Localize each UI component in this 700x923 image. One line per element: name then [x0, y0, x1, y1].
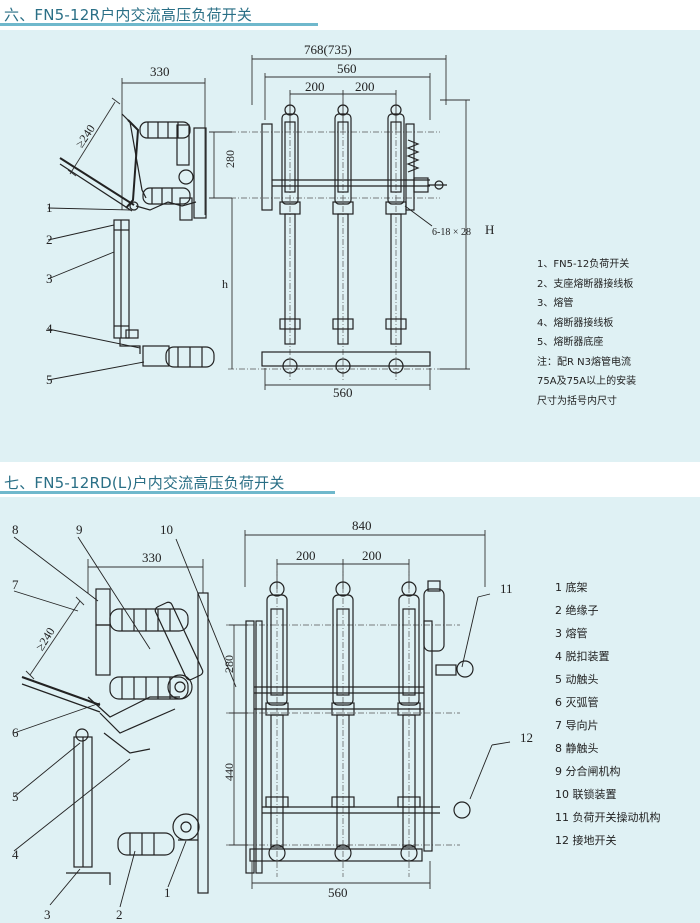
s2-legend-11: 11 负荷开关操动机构	[555, 810, 661, 824]
section1-title: 六、FN5-12R户内交流高压负荷开关	[4, 5, 253, 24]
s2-callout-5: 5	[12, 789, 19, 804]
s1-front-side-dimensions: 280 h H 6-18 × 28 560	[209, 99, 494, 400]
s1-legend-1: 1、FN5-12负荷开关	[537, 257, 629, 270]
s1-dim-200-b: 200	[355, 79, 375, 94]
s1-legend-note-3: 尺寸为括号内尺寸	[537, 394, 617, 407]
s1-legend-3: 3、熔管	[537, 296, 573, 309]
s2-legend-6: 6 灭弧管	[555, 695, 599, 709]
s2-dim-280: 280	[222, 655, 236, 673]
s2-callout-10: 10	[160, 522, 173, 537]
s1-pole-3	[385, 104, 407, 374]
s1-dim-560-bottom: 560	[333, 385, 353, 400]
s2-dim-200-a: 200	[296, 548, 316, 563]
section2-title-rule	[0, 491, 335, 494]
s2-callout-2: 2	[116, 907, 123, 922]
section2-title: 七、FN5-12RD(L)户内交流高压负荷开关	[4, 473, 285, 492]
s1-dim-200-a: 200	[305, 79, 325, 94]
s2-legend-4: 4 脱扣装置	[555, 649, 610, 663]
s2-callout-8: 8	[12, 522, 19, 537]
s1-callout-1: 1	[46, 200, 53, 215]
s2-legend-2: 2 绝缘子	[555, 603, 599, 617]
s2-legend-7: 7 导向片	[555, 718, 599, 732]
s2-legend-9: 9 分合闸机构	[555, 764, 621, 778]
s1-legend-5: 5、熔断器底座	[537, 335, 603, 348]
s2-dim-840: 840	[352, 518, 372, 533]
s1-callouts: 1 2 3 4 5	[46, 200, 145, 387]
s2-legend-12: 12 接地开关	[555, 833, 617, 847]
s2-callout-12: 12	[520, 730, 533, 745]
s2-dim-330: 330	[142, 550, 162, 565]
s2-callout-1: 1	[164, 885, 171, 900]
s1-dim-h: h	[222, 277, 228, 291]
s1-dim-330: 330	[150, 64, 170, 79]
s1-callout-4: 4	[46, 321, 53, 336]
s2-dim-560-bottom: 560	[328, 885, 348, 900]
s2-dim-200-b: 200	[362, 548, 382, 563]
s2-callout-4: 4	[12, 847, 19, 862]
s2-front-side-dimensions: 280 440 560	[222, 624, 431, 900]
s1-legend: 1、FN5-12负荷开关 2、支座熔断器接线板 3、熔管 4、熔断器接线板 5、…	[537, 257, 636, 407]
section2-title-bar: 七、FN5-12RD(L)户内交流高压负荷开关	[0, 470, 335, 494]
s1-legend-note-2: 75A及75A以上的安装	[537, 374, 636, 387]
section1-panel: 330 ≥240	[0, 30, 700, 462]
section2-panel: 330 ≥240	[0, 497, 700, 923]
s2-side-view	[21, 588, 209, 894]
s2-callout-9: 9	[76, 522, 83, 537]
s1-callout-2: 2	[46, 232, 53, 247]
s1-front-top-dimensions: 768(735) 560 200 200	[251, 42, 447, 130]
s1-dim-768: 768(735)	[304, 42, 352, 57]
s1-pole-1	[279, 104, 301, 374]
s2-callouts: 8 9 10 11 12 7 6 5 4 3 2 1	[12, 522, 533, 922]
s1-legend-2: 2、支座熔断器接线板	[537, 277, 633, 290]
s2-dim-440: 440	[222, 763, 236, 781]
s2-pole-2	[331, 581, 355, 862]
s1-side-view	[59, 113, 215, 368]
s2-callout-11: 11	[500, 581, 513, 596]
s2-pole-1	[265, 581, 289, 862]
s1-dim-560-top: 560	[337, 61, 357, 76]
s1-callout-3: 3	[46, 271, 53, 286]
s2-front-top-dimensions: 840 200 200	[244, 518, 486, 589]
s2-callout-3: 3	[44, 907, 51, 922]
s1-pole-2	[332, 104, 354, 374]
s1-dim-280: 280	[223, 150, 237, 168]
section1-drawing: 330 ≥240	[46, 42, 636, 407]
s1-dim-H: H	[485, 222, 494, 237]
s1-front-view	[228, 96, 447, 380]
s1-legend-note-1: 注：配R N3熔管电流	[537, 355, 631, 368]
s2-legend-1: 1 底架	[555, 580, 588, 594]
s2-front-view	[226, 565, 474, 877]
s2-legend-3: 3 熔管	[555, 626, 588, 640]
s2-legend: 1 底架 2 绝缘子 3 熔管 4 脱扣装置 5 动触头 6 灭弧管 7 导向片…	[555, 580, 661, 847]
s1-callout-5: 5	[46, 372, 53, 387]
section1-title-rule	[0, 23, 318, 26]
s1-legend-4: 4、熔断器接线板	[537, 316, 613, 329]
section1-title-bar: 六、FN5-12R户内交流高压负荷开关	[0, 2, 318, 26]
s2-legend-8: 8 静触头	[555, 741, 599, 755]
s2-callout-7: 7	[12, 577, 19, 592]
section2-drawing: 330 ≥240	[12, 518, 661, 922]
s2-pole-3	[397, 581, 421, 862]
s1-dim-hole: 6-18 × 28	[432, 227, 471, 238]
s2-callout-6: 6	[12, 725, 19, 740]
s2-legend-10: 10 联锁装置	[555, 787, 617, 801]
s2-legend-5: 5 动触头	[555, 672, 599, 686]
